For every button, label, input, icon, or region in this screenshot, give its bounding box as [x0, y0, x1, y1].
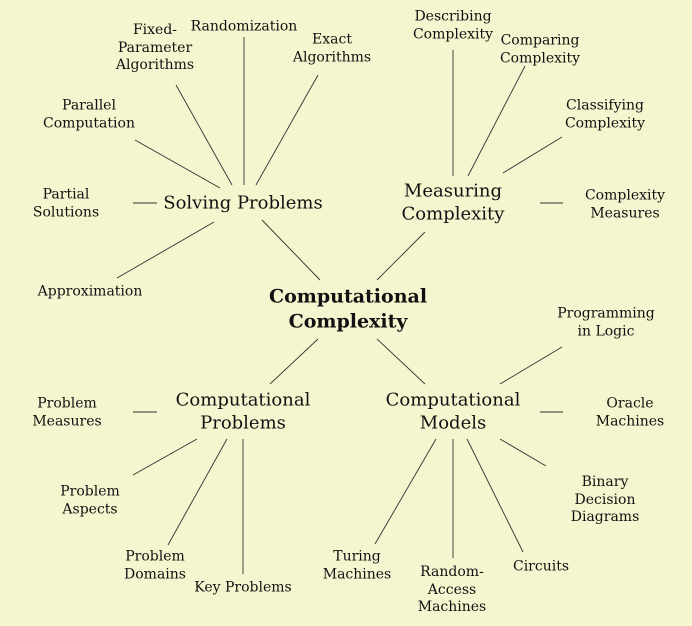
edge-root-solving	[261, 219, 321, 281]
edge-root-measuring	[376, 231, 426, 281]
edge-measuring-classifying	[502, 136, 563, 174]
leaf-randomization: Randomization	[190, 18, 298, 35]
leaf-circuits: Circuits	[512, 558, 570, 575]
edge-solving-parallel	[134, 139, 221, 189]
hub-solving-problems: Solving Problems	[163, 192, 323, 214]
edge-solving-fixed	[175, 84, 233, 186]
edge-models-circuits	[466, 438, 524, 553]
edge-root-problems	[269, 338, 319, 385]
edge-root-models	[376, 338, 426, 385]
leaf-key-problems: Key Problems	[194, 579, 292, 596]
edge-models-programming	[499, 346, 563, 385]
edge-measuring-comparing	[467, 65, 526, 177]
edge-problems-domains	[167, 438, 228, 546]
edge-solving-approx	[116, 221, 215, 279]
leaf-approximation: Approximation	[37, 283, 143, 300]
edge-solving-exact	[255, 74, 319, 186]
edge-models-bdd	[499, 438, 547, 467]
edge-problems-aspects	[132, 438, 198, 476]
edge-models-turing	[374, 438, 437, 545]
